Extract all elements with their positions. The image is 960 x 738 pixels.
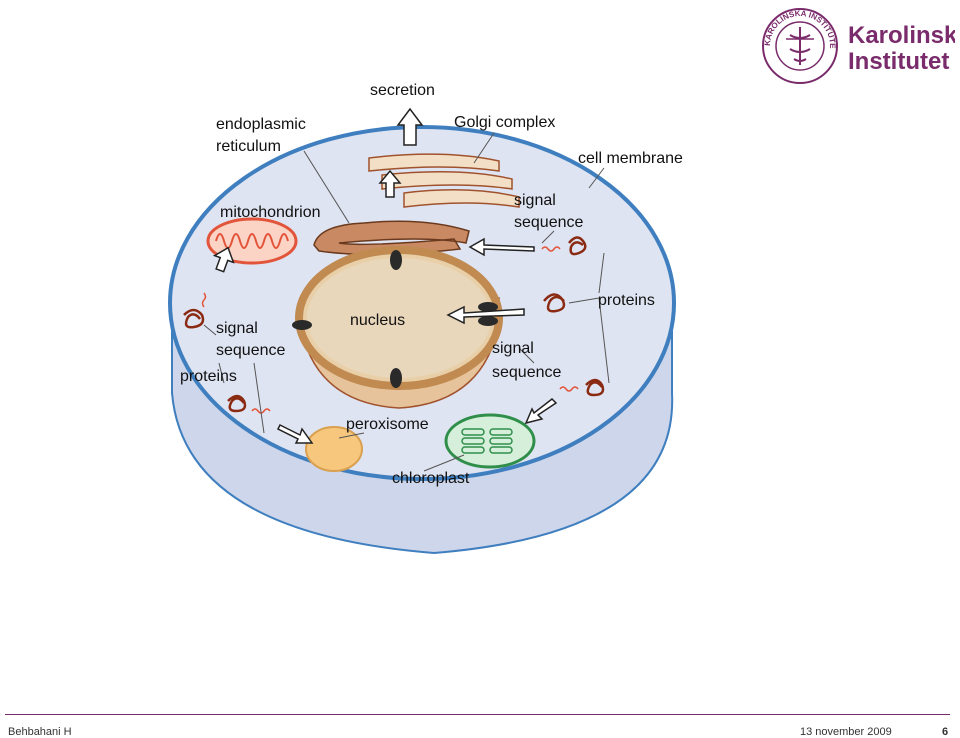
karolinska-logo: KAROLINSKA INSTITUTET ANNO 1810 Karolins… — [757, 0, 960, 87]
footer-divider — [5, 714, 950, 715]
label-peroxisome: peroxisome — [346, 416, 429, 433]
label-er-line2: reticulum — [216, 138, 281, 155]
golgi-complex — [368, 153, 520, 208]
label-signal-top-line2: sequence — [514, 214, 583, 231]
leader-lines — [203, 132, 610, 472]
label-proteins-left: proteins — [180, 368, 237, 385]
footer-date: 13 november 2009 — [800, 726, 892, 738]
label-signal-left-line1: signal — [216, 320, 258, 337]
label-proteins-right: proteins — [598, 292, 655, 309]
label-cell-membrane: cell membrane — [578, 150, 683, 167]
seal-icon: KAROLINSKA INSTITUTET ANNO 1810 — [757, 0, 838, 84]
seal-text: KAROLINSKA INSTITUTET ANNO 1810 — [757, 0, 837, 49]
arrows — [212, 107, 558, 444]
logo-name-line1: Karolinska — [848, 22, 955, 49]
chloroplast — [444, 413, 536, 469]
cell-diagram: secretion Golgi complex endoplasmic reti… — [124, 63, 724, 570]
label-signal-right-line2: sequence — [492, 364, 561, 381]
label-signal-right-line1: signal — [492, 340, 534, 357]
footer-page-number: 6 — [942, 726, 949, 738]
label-er-line1: endoplasmic — [216, 116, 306, 133]
label-golgi: Golgi complex — [454, 114, 555, 131]
label-nucleus: nucleus — [350, 312, 405, 329]
label-signal-top-line1: signal — [514, 192, 556, 209]
label-signal-left-line2: sequence — [216, 342, 285, 359]
nucleus — [292, 246, 503, 409]
label-chloroplast: chloroplast — [392, 470, 470, 487]
logo-name-line2: Institutet — [848, 48, 949, 75]
label-secretion: secretion — [370, 82, 435, 99]
footer-author: Behbahani H — [8, 726, 72, 738]
protein-shapes — [183, 236, 605, 413]
label-mitochondrion: mitochondrion — [220, 204, 321, 221]
svg-text:KAROLINSKA INSTITUTET ANNO 181: KAROLINSKA INSTITUTET ANNO 1810 — [760, 5, 837, 49]
peroxisome — [305, 426, 363, 472]
